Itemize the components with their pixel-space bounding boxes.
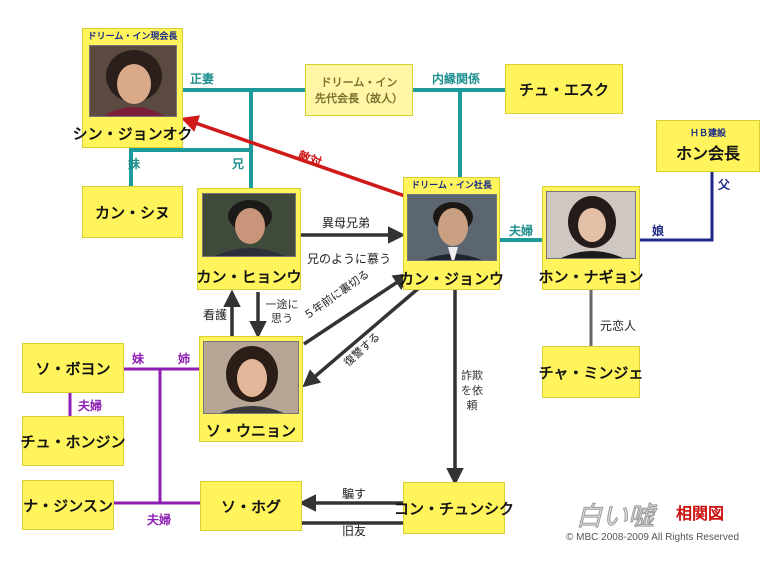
caption-dream-inn-president: ドリーム・イン社長 xyxy=(411,181,492,191)
name-shin: シン・ジョンオク xyxy=(72,125,193,143)
label-admire: 兄のように慕う xyxy=(307,252,392,266)
caption-dream-inn-chairwoman: ドリーム・イン現会長 xyxy=(87,32,178,42)
label-wife: 正妻 xyxy=(190,72,215,86)
chart-title: 相関図 xyxy=(676,504,725,523)
label-devoted: 一途に思う xyxy=(265,298,299,325)
label-old-friend: 旧友 xyxy=(342,524,367,538)
person-shin-jeongok[interactable]: ドリーム・イン現会長 シン・ジョンオク xyxy=(73,28,192,148)
person-chu-esk[interactable]: チュ・エスク xyxy=(505,64,623,114)
person-hong-nagyon[interactable]: ホン・ナギョン xyxy=(539,186,644,290)
person-kan-sinu[interactable]: カン・シヌ xyxy=(82,186,183,238)
name-chu-esk: チュ・エスク xyxy=(518,80,609,99)
navy-lines xyxy=(640,172,714,242)
label-purple-couple-2: 夫婦 xyxy=(147,513,172,527)
person-so-hogu[interactable]: ソ・ホグ xyxy=(200,481,302,531)
name-hb-chairman: ホン会長 xyxy=(675,143,740,163)
label-father: 父 xyxy=(718,178,731,192)
name-hyonu: カン・ヒョンウ xyxy=(196,268,302,286)
person-founder[interactable]: ドリーム・イン 先代会長（故人） xyxy=(305,64,413,116)
person-so-unyon[interactable]: ソ・ウニョン xyxy=(199,336,303,442)
label-purple-elder: 姉 xyxy=(178,352,191,366)
drama-logo: 白い嘘 xyxy=(575,502,655,533)
label-inner-relation: 内縁関係 xyxy=(432,72,481,86)
person-kan-jonu[interactable]: ドリーム・イン社長 カン・ジョンウ xyxy=(399,177,504,290)
name-honjin: チュ・ホンジン xyxy=(20,432,126,451)
name-jonu: カン・ジョンウ xyxy=(399,270,505,288)
label-purple-younger: 妹 xyxy=(132,352,145,366)
purple-family-lines xyxy=(68,367,200,505)
label-daughter: 娘 xyxy=(652,224,665,238)
person-so-boyon[interactable]: ソ・ボヨン xyxy=(22,343,124,393)
person-kon-chunsik[interactable]: コン・チュンシク xyxy=(394,482,514,534)
founder-line2: 先代会長（故人） xyxy=(315,92,403,105)
portrait-hyonu xyxy=(202,193,296,257)
name-kan-sinu: カン・シヌ xyxy=(94,203,170,222)
name-nagyon: ホン・ナギョン xyxy=(538,268,644,286)
label-couple: 夫婦 xyxy=(509,224,534,238)
label-ex-lover: 元恋人 xyxy=(600,319,637,333)
name-hogu: ソ・ホグ xyxy=(220,497,281,516)
name-boyon: ソ・ボヨン xyxy=(35,359,111,378)
label-fraud: 詐欺を依頼 xyxy=(461,369,483,412)
name-minje: チャ・ミンジェ xyxy=(538,363,644,382)
name-chunsik: コン・チュンシク xyxy=(394,499,515,518)
portrait-jonu xyxy=(406,194,497,261)
person-kan-hyonu[interactable]: カン・ヒョンウ xyxy=(196,188,302,290)
person-hb-chairman[interactable]: ＨＢ建設 ホン会長 xyxy=(656,120,760,172)
portrait-nagyon xyxy=(546,191,636,259)
copyright-notice: © MBC 2008-2009 All Rights Reserved xyxy=(566,532,740,543)
caption-hb-construction: ＨＢ建設 xyxy=(689,128,726,139)
name-jinsun: ナ・ジンスン xyxy=(23,496,113,515)
person-chu-honjin[interactable]: チュ・ホンジン xyxy=(20,416,126,466)
label-purple-couple-1: 夫婦 xyxy=(78,399,103,413)
portrait-shin xyxy=(88,45,177,117)
label-nursing: 看護 xyxy=(203,308,228,322)
portrait-unyon xyxy=(203,341,299,414)
label-younger-sister: 妹 xyxy=(128,157,141,171)
label-half-brother: 異母兄弟 xyxy=(322,216,371,230)
black-arrows xyxy=(223,226,464,525)
label-deceive: 騙す xyxy=(342,487,367,501)
label-elder-brother: 兄 xyxy=(232,157,245,171)
enemy-arrow xyxy=(180,115,406,198)
founder-line1: ドリーム・イン xyxy=(320,76,398,89)
person-na-jinsun[interactable]: ナ・ジンスン xyxy=(22,480,114,530)
person-cha-minje[interactable]: チャ・ミンジェ xyxy=(539,346,643,398)
name-unyon: ソ・ウニョン xyxy=(205,422,296,440)
